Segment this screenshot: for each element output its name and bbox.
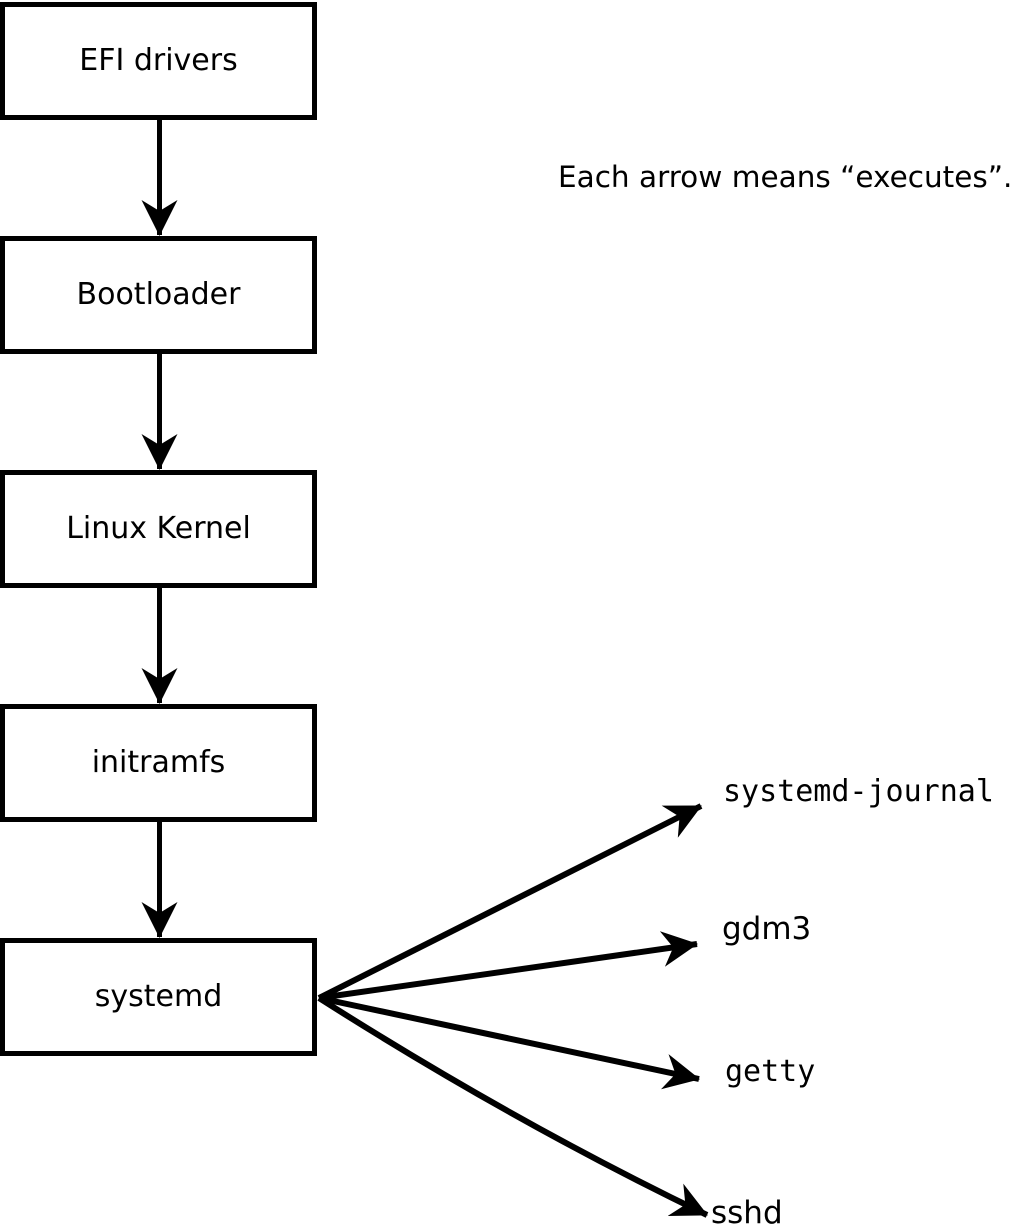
box-linux-kernel-label: Linux Kernel bbox=[66, 511, 251, 546]
label-systemd-journal: systemd-journal bbox=[723, 774, 994, 809]
box-systemd: systemd bbox=[0, 938, 317, 1056]
box-linux-kernel: Linux Kernel bbox=[0, 470, 317, 588]
box-bootloader-label: Bootloader bbox=[76, 277, 241, 312]
box-initramfs-label: initramfs bbox=[91, 745, 226, 780]
box-initramfs: initramfs bbox=[0, 704, 317, 822]
label-gdm3: gdm3 bbox=[722, 911, 812, 947]
arrow-systemd-to-getty bbox=[318, 995, 700, 1090]
arrow-systemd-to-gdm3 bbox=[318, 931, 698, 1001]
box-efi-drivers: EFI drivers bbox=[0, 2, 317, 120]
label-getty: getty bbox=[725, 1054, 816, 1089]
arrow-systemd-to-sshd bbox=[317, 995, 709, 1218]
box-systemd-label: systemd bbox=[94, 979, 223, 1014]
box-bootloader: Bootloader bbox=[0, 236, 317, 354]
arrow-systemd-to-journal bbox=[317, 803, 703, 1001]
arrow-legend-note: Each arrow means “executes”. bbox=[558, 160, 1013, 194]
box-efi-drivers-label: EFI drivers bbox=[79, 43, 238, 78]
label-sshd: sshd bbox=[711, 1195, 783, 1230]
